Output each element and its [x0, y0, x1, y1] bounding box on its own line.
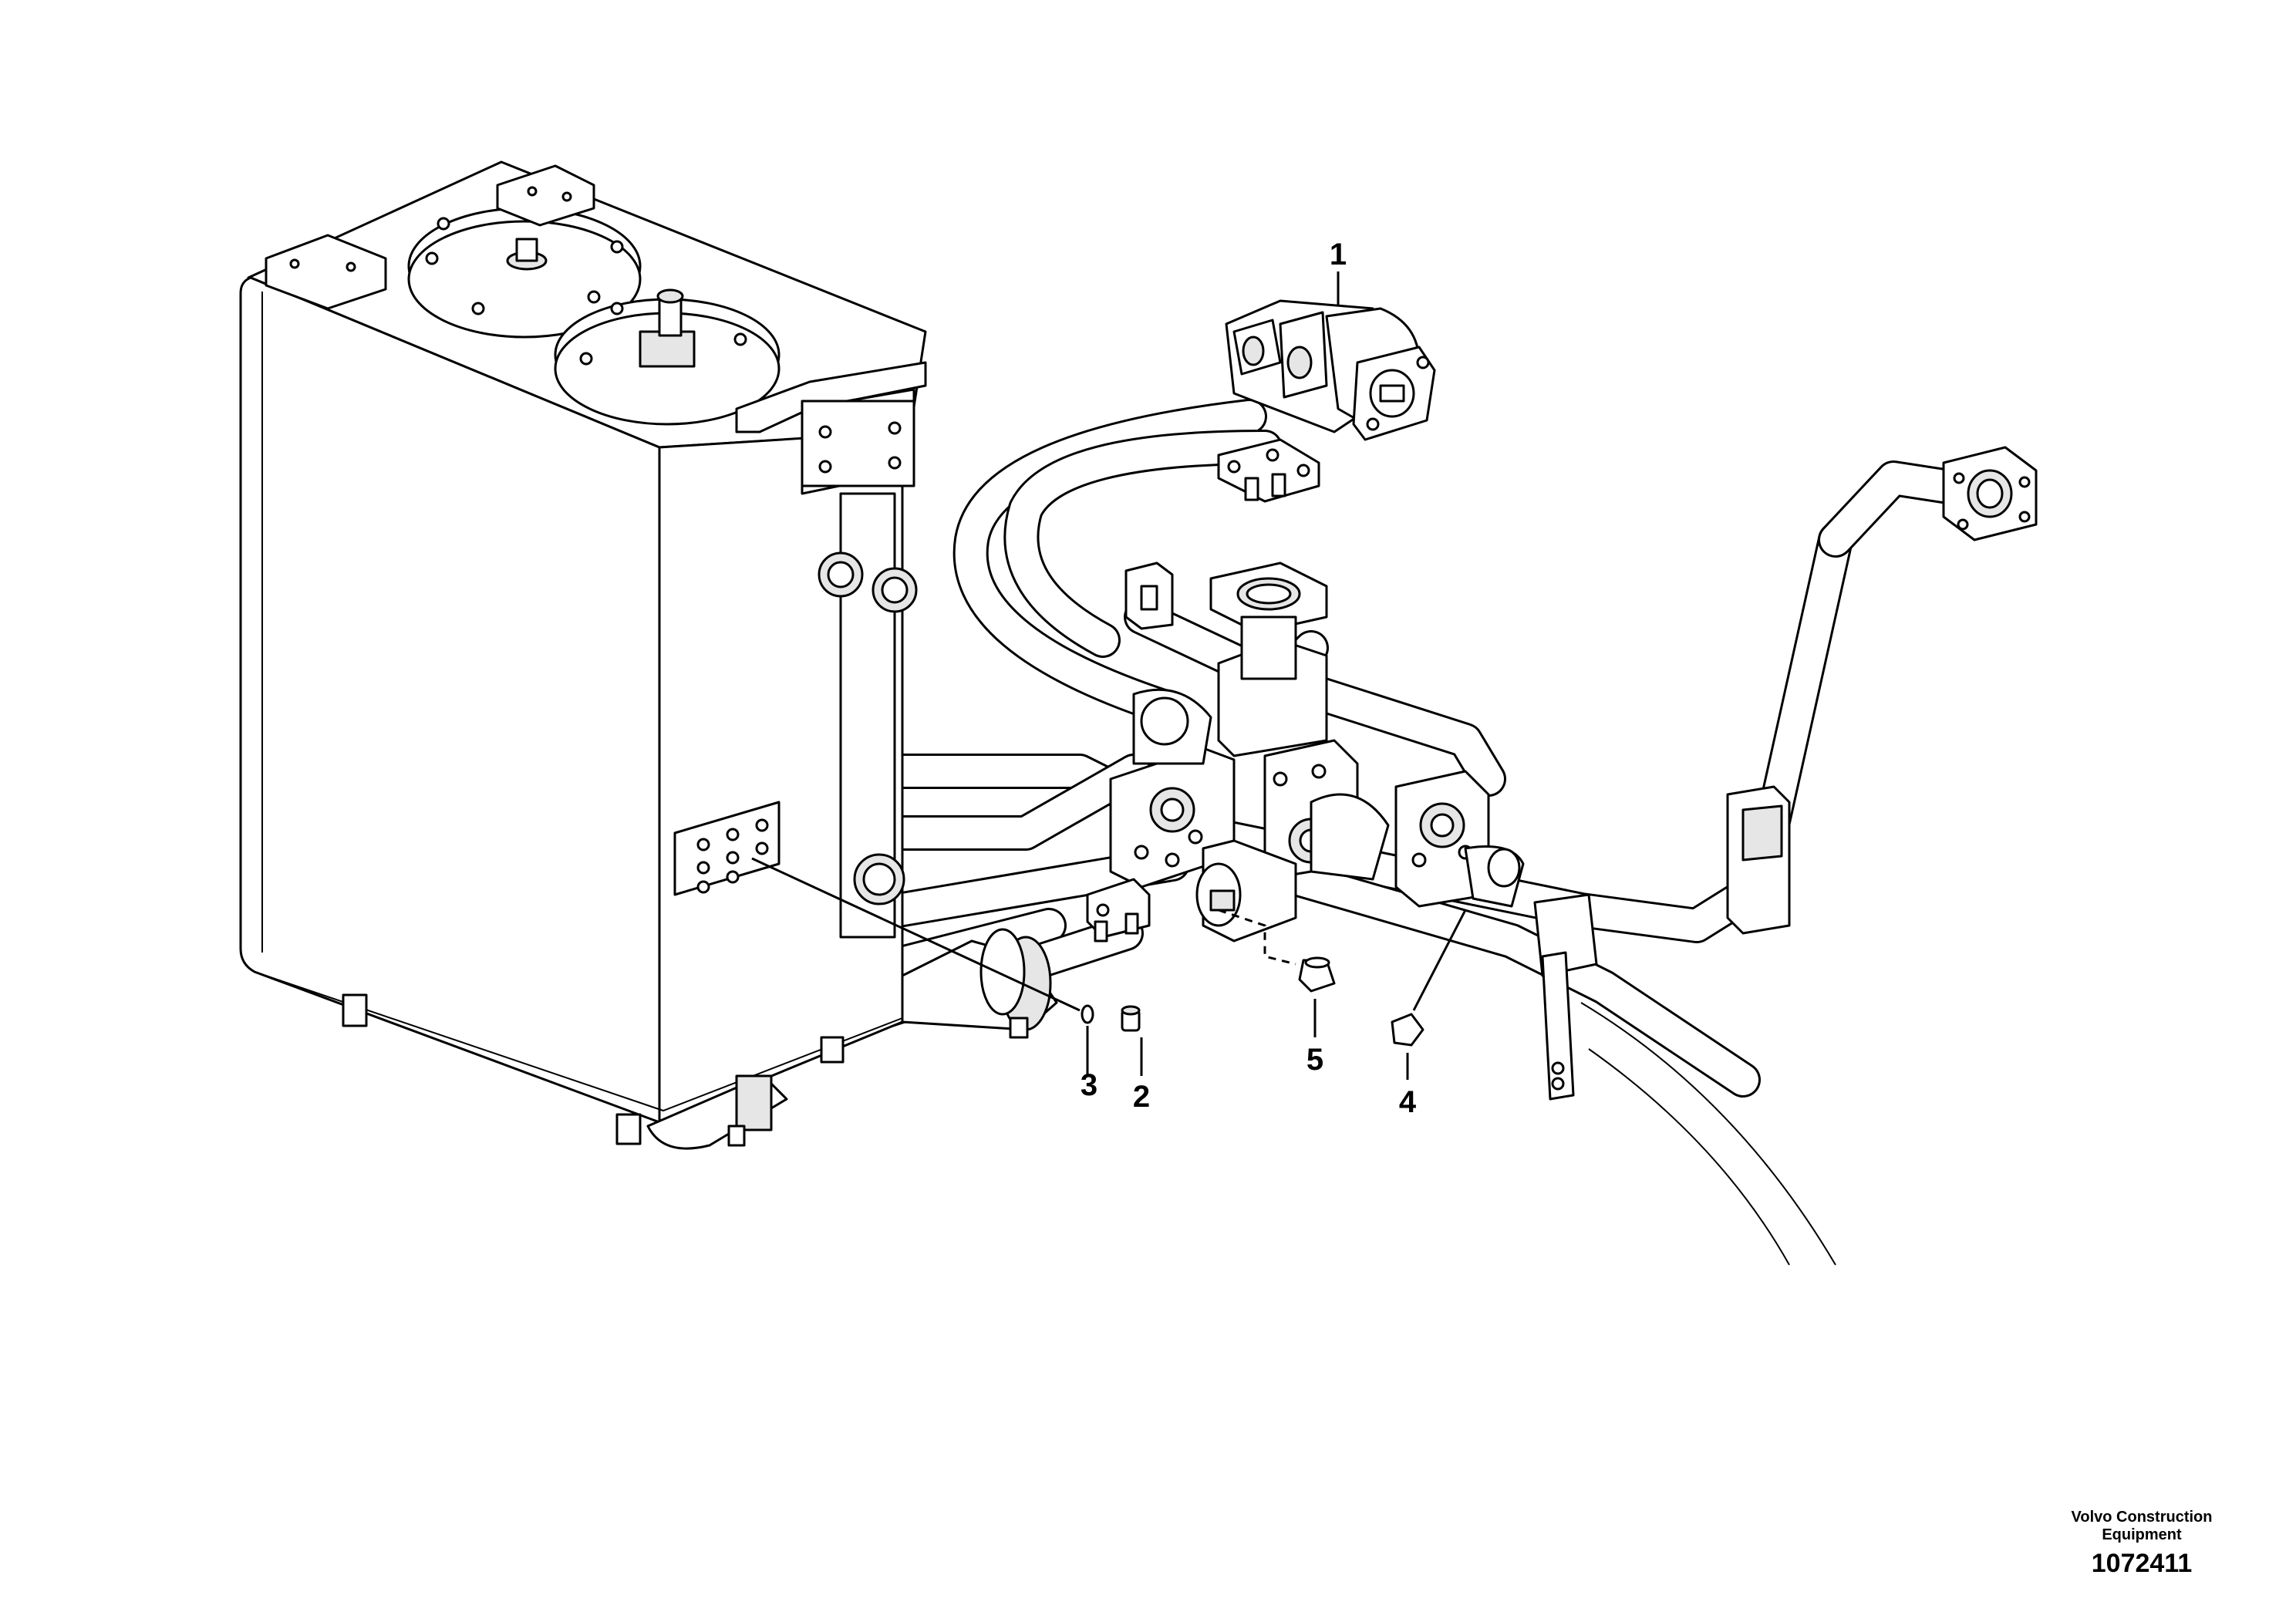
- return-pipe: [901, 928, 1058, 1039]
- pipe-network: [869, 399, 1961, 1266]
- pump-outlet-fittings: [1217, 438, 1320, 503]
- gear-pump: [1225, 299, 1436, 441]
- right-flange: [1726, 446, 2038, 935]
- callouts: 1 2 3 4 5: [1081, 238, 1417, 1119]
- title-block: Volvo Construction Equipment 1072411: [2041, 1509, 2242, 1579]
- drawing-number: 1072411: [2091, 1549, 2193, 1578]
- callout-1: 1: [1330, 238, 1347, 271]
- callout-5: 5: [1306, 1043, 1323, 1077]
- plug-part: [1121, 1005, 1141, 1032]
- callout-3: 3: [1081, 1068, 1097, 1102]
- valve-manifold: [1086, 561, 1525, 943]
- callout-4: 4: [1399, 1085, 1417, 1119]
- pipe-bracket: [1533, 893, 1598, 1101]
- company-name: Volvo Construction Equipment: [2071, 1509, 2213, 1543]
- leader-lines: [751, 271, 1467, 1080]
- hydraulic-tank: [239, 160, 927, 1150]
- cap-part: [1391, 1013, 1424, 1047]
- cap-nut-part: [1298, 956, 1336, 993]
- o-ring-part: [1081, 1004, 1094, 1024]
- callout-2: 2: [1133, 1080, 1150, 1114]
- tank-plate-holes: [696, 818, 769, 894]
